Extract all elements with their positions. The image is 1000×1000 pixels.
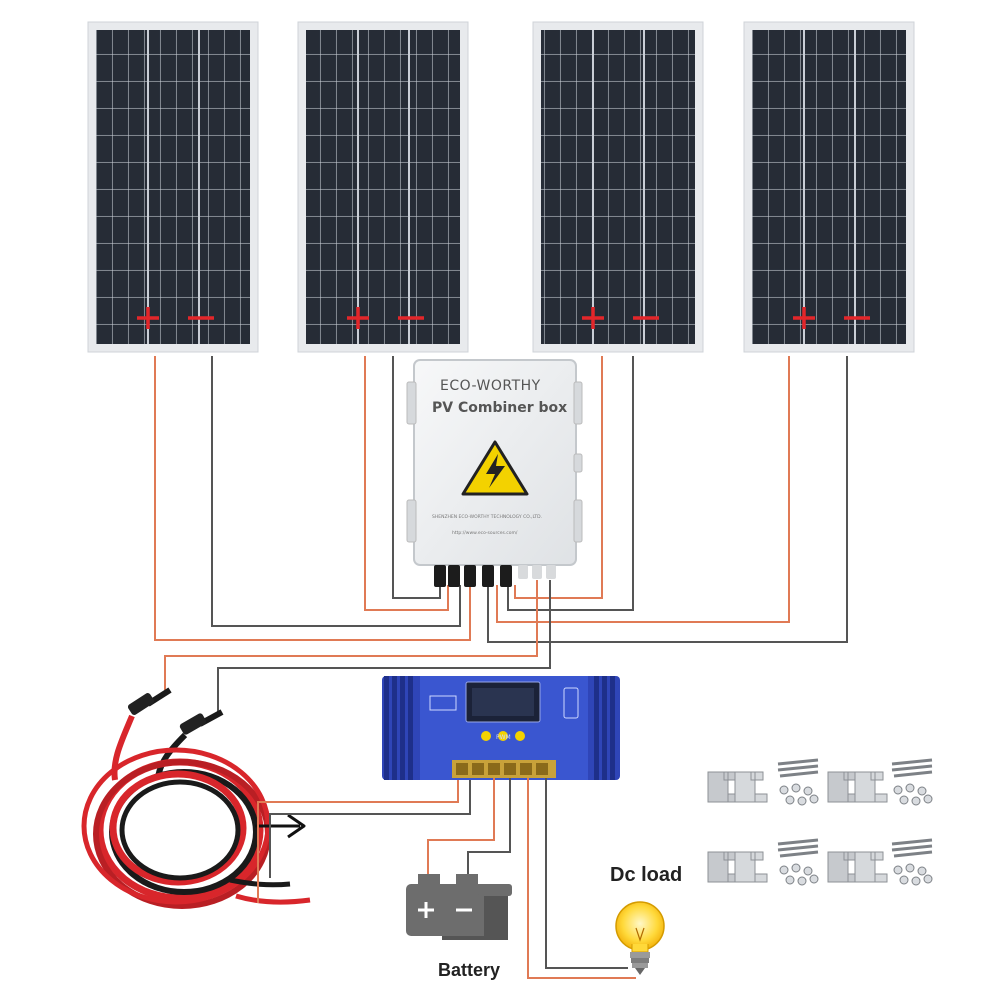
- panel-1-positive-wire: [154, 356, 471, 641]
- panel-4-negative-wire: [487, 356, 848, 643]
- mc4-connector-negative: [179, 709, 224, 735]
- positive-terminal-mark: [347, 307, 369, 329]
- controller-output-wiring: [427, 778, 636, 979]
- z-bracket-mount-set-2: [827, 758, 933, 806]
- combiner-negative-output-wire: [217, 580, 551, 712]
- high-voltage-warning-icon: [461, 440, 529, 496]
- z-bracket-mount-icon: [707, 851, 768, 883]
- bolt-set-icon: [891, 758, 933, 806]
- panel-4-positive-wire: [496, 356, 790, 623]
- load-positive-wire: [527, 778, 636, 979]
- combiner-website-text: http://www.eco-sources.com/: [452, 531, 518, 536]
- charge-controller-icon: [382, 676, 620, 780]
- combiner-box: [406, 359, 583, 587]
- combiner-model-text: PV Combiner box: [432, 400, 568, 416]
- mc4-connector-positive: [127, 687, 172, 715]
- combiner-output-wiring: [164, 580, 551, 712]
- z-bracket-mount-set-1: [707, 758, 819, 806]
- cable-negative-wire: [269, 778, 471, 878]
- load-negative-wire: [545, 778, 628, 969]
- combiner-brand-text: ECO-WORTHY: [440, 378, 541, 394]
- panel-3-negative-wire: [507, 356, 634, 611]
- combiner-company-text: SHENZHEN ECO-WORTHY TECHNOLOGY CO.,LTD.: [432, 515, 543, 520]
- z-bracket-mount-set-3: [707, 838, 819, 886]
- panel-wiring: [154, 356, 848, 643]
- battery-positive-wire: [427, 778, 495, 876]
- combiner-positive-output-wire: [164, 580, 538, 690]
- controller-model-text: PWM: [496, 734, 511, 741]
- panel-2-negative-wire: [392, 356, 441, 599]
- solar-panel-3: [532, 21, 704, 353]
- z-bracket-mount-icon: [827, 771, 888, 803]
- arrow-right-icon: [255, 813, 306, 839]
- battery-label: Battery: [438, 960, 501, 980]
- panel-3-positive-wire: [514, 356, 603, 599]
- extension-cable-icon: [81, 687, 311, 909]
- z-bracket-mount-icon: [707, 771, 768, 803]
- z-bracket-mount-set-4: [827, 838, 933, 886]
- bolt-set-icon: [891, 838, 933, 886]
- positive-terminal-mark: [137, 307, 159, 329]
- dc-load-label: Dc load: [610, 864, 683, 886]
- positive-terminal-mark: [793, 307, 815, 329]
- solar-panel-2: [297, 21, 469, 353]
- positive-terminal-mark: [582, 307, 604, 329]
- bolt-set-icon: [777, 758, 819, 806]
- cable-positive-wire: [257, 778, 459, 903]
- panel-2-positive-wire: [364, 356, 449, 611]
- cable-to-controller-wiring: [257, 778, 471, 903]
- battery-negative-wire: [467, 778, 511, 876]
- solar-panel-1: [87, 21, 259, 353]
- battery-icon: [406, 874, 512, 940]
- z-bracket-mount-icon: [827, 851, 888, 883]
- combiner-input-connectors: [434, 565, 556, 587]
- bolt-set-icon: [777, 838, 819, 886]
- light-bulb-icon: [615, 901, 665, 975]
- solar-panel-4: [743, 21, 915, 353]
- panel-1-negative-wire: [211, 356, 461, 627]
